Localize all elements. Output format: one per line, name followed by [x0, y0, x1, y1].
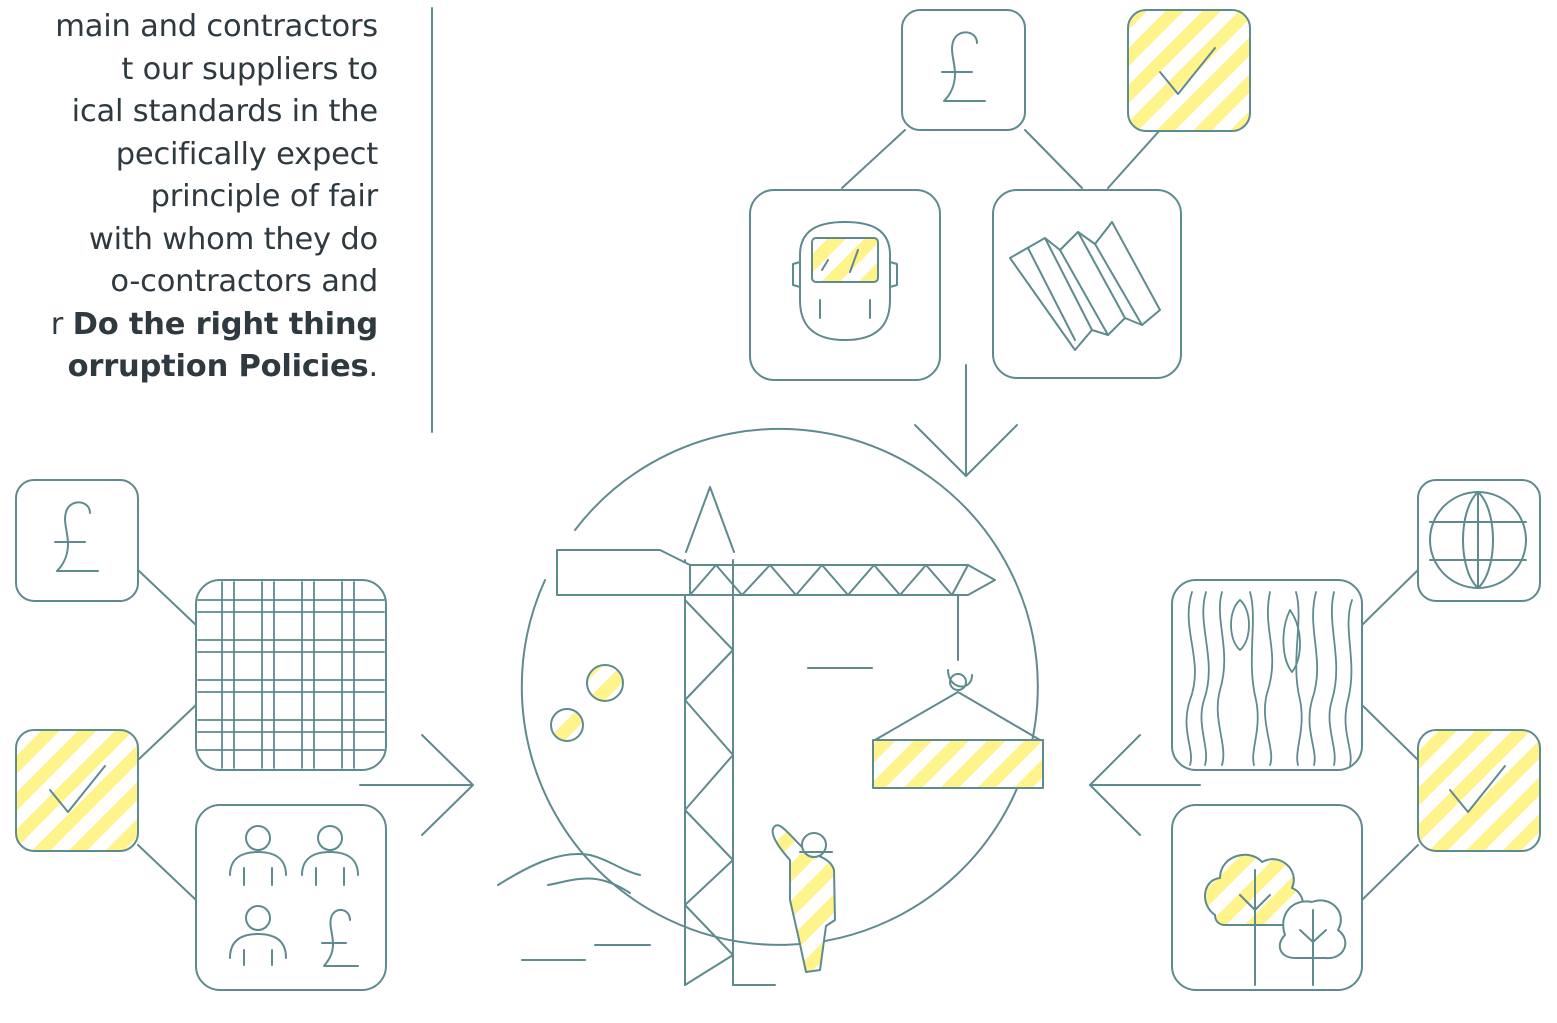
check-icon	[1127, 9, 1251, 132]
check-icon	[1417, 729, 1541, 852]
pound-icon	[901, 9, 1026, 131]
text-line: with whom they do	[88, 221, 378, 257]
arrow-left-head	[1089, 734, 1141, 836]
connector-line	[137, 704, 197, 761]
text-line: r	[50, 306, 73, 342]
text-line: pecifically expect	[115, 136, 378, 172]
text-line: ical standards in the	[71, 94, 379, 129]
right-group	[1089, 479, 1541, 991]
text-line: .	[368, 349, 379, 384]
connector-line	[1107, 129, 1161, 189]
globe-icon	[1417, 479, 1541, 602]
pound-icon	[15, 479, 139, 602]
intro-paragraph: main and contractors t our suppliers to …	[0, 6, 378, 389]
workers-pay-icon	[195, 804, 387, 991]
connector-line	[137, 569, 197, 626]
text-line: o-contractors and	[110, 264, 378, 299]
text-line: main and contractors	[55, 9, 378, 44]
connector-line	[841, 129, 906, 189]
anti-corruption-policies-link[interactable]: orruption Policies	[67, 349, 369, 384]
connector-line	[1361, 704, 1419, 761]
text-line: principle of fair	[150, 179, 379, 214]
wood-grain-icon	[1171, 579, 1363, 771]
scene-circle	[520, 427, 1039, 946]
connector-line	[1361, 569, 1419, 626]
do-the-right-thing-link[interactable]: Do the right thing	[72, 306, 379, 342]
text-line: t our suppliers to	[121, 51, 378, 87]
corrugated-sheets-icon	[992, 189, 1182, 379]
arrow-down-head	[914, 424, 1018, 477]
connector-line	[1024, 129, 1083, 189]
trees-icon	[1171, 804, 1363, 991]
welding-mask-icon	[749, 189, 941, 381]
woven-fabric-icon	[195, 579, 387, 771]
top-group	[749, 9, 1251, 477]
connector-line	[137, 844, 197, 901]
connector-line	[1361, 844, 1419, 901]
construction-crane-scene-icon	[497, 427, 1044, 986]
left-group	[15, 479, 474, 991]
arrow-right-head	[421, 734, 474, 836]
intro-text-block: main and contractors t our suppliers to …	[0, 0, 430, 440]
check-icon	[15, 729, 139, 852]
